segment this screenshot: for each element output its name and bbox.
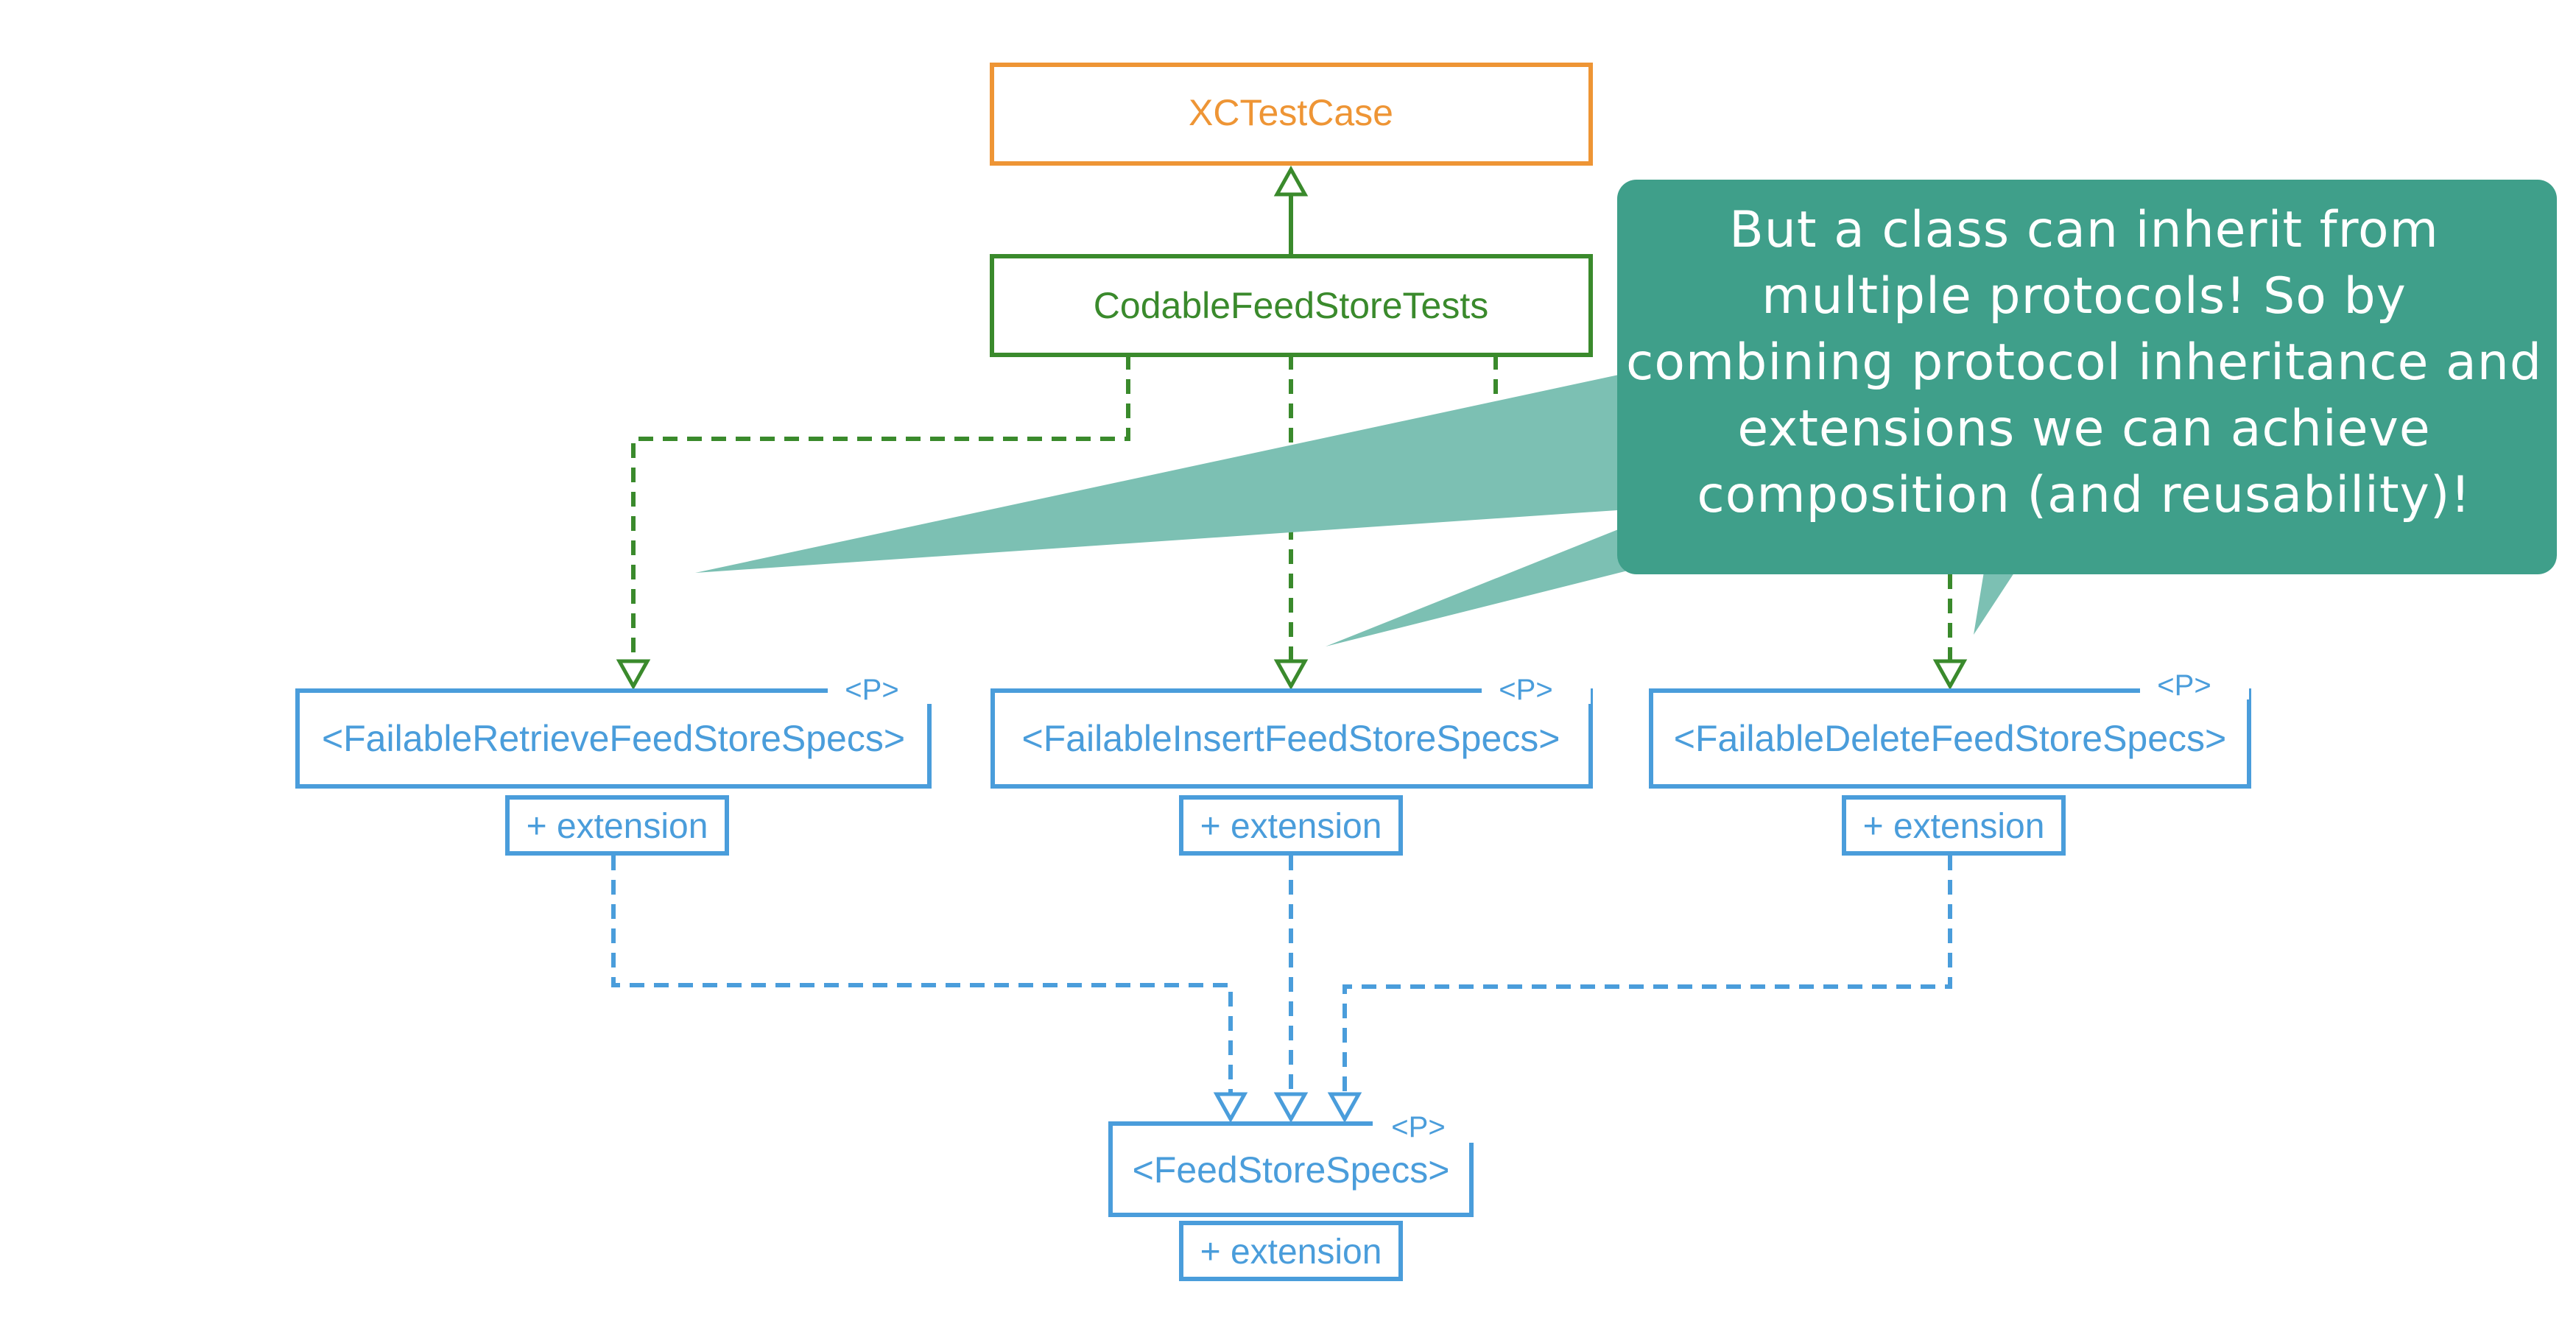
extension-label: + extension xyxy=(1200,807,1382,846)
arrowhead-insert xyxy=(1273,659,1309,691)
inheritance-edge xyxy=(1273,165,1309,255)
failable-retrieve-specs-label: <FailableRetrieveFeedStoreSpecs> xyxy=(322,718,905,759)
stereotype-label: <P> xyxy=(845,674,898,706)
callout-pointer-insert xyxy=(1326,508,1672,646)
stereotype-label: <P> xyxy=(1499,674,1552,706)
edge-delete-to-specs xyxy=(1342,856,1952,1094)
xctestcase-label: XCTestCase xyxy=(1189,92,1393,133)
feed-store-specs-label: <FeedStoreSpecs> xyxy=(1133,1149,1450,1191)
extension-label: + extension xyxy=(527,807,708,846)
stereotype-label: <P> xyxy=(2157,669,2211,702)
callout-text: But a class can inherit from multiple pr… xyxy=(1625,201,2543,524)
callout-pointer-retrieve xyxy=(695,368,1650,573)
node-feed-store-specs: <P> <FeedStoreSpecs> + extension xyxy=(1108,1106,1479,1281)
edge-retrieve-to-specs xyxy=(611,856,1233,1094)
node-xctestcase: XCTestCase xyxy=(990,63,1593,166)
node-failable-delete-specs: <P> <FailableDeleteFeedStoreSpecs> + ext… xyxy=(1649,663,2251,856)
arrowhead-specs-middle xyxy=(1273,1092,1309,1124)
arrowhead-specs-right xyxy=(1327,1092,1362,1124)
edge-tests-to-retrieve xyxy=(631,355,1130,661)
stereotype-gap xyxy=(1482,667,1591,704)
inheritance-arrowhead xyxy=(1273,165,1309,197)
arrowhead-specs-left xyxy=(1213,1092,1248,1124)
extension-box xyxy=(505,795,729,856)
callout-bubble xyxy=(1617,180,2557,574)
extension-box xyxy=(1842,795,2066,856)
extension-label: + extension xyxy=(1863,807,2045,846)
node-failable-retrieve-specs: <P> <FailableRetrieveFeedStoreSpecs> + e… xyxy=(295,667,937,856)
stereotype-label: <P> xyxy=(1391,1111,1445,1143)
failable-delete-specs-label: <FailableDeleteFeedStoreSpecs> xyxy=(1674,718,2226,759)
arrowhead-retrieve xyxy=(616,659,651,691)
arrowhead-delete xyxy=(1932,659,1968,691)
extension-label: + extension xyxy=(1200,1233,1382,1272)
node-codable-feed-store-tests: CodableFeedStoreTests xyxy=(990,254,1593,357)
extension-box xyxy=(1179,1221,1403,1281)
node-failable-insert-specs: <P> <FailableInsertFeedStoreSpecs> + ext… xyxy=(990,667,1593,856)
stereotype-gap xyxy=(2140,663,2249,699)
stereotype-gap xyxy=(1373,1106,1479,1143)
extension-box xyxy=(1179,795,1403,856)
conformance-edges-blue xyxy=(611,856,1952,1094)
stereotype-gap xyxy=(828,667,937,704)
failable-insert-specs-label: <FailableInsertFeedStoreSpecs> xyxy=(1022,718,1560,759)
codable-feed-store-tests-label: CodableFeedStoreTests xyxy=(1094,285,1488,326)
conformance-arrowheads-blue xyxy=(1213,1092,1362,1124)
conformance-arrowheads-green xyxy=(616,659,1968,691)
